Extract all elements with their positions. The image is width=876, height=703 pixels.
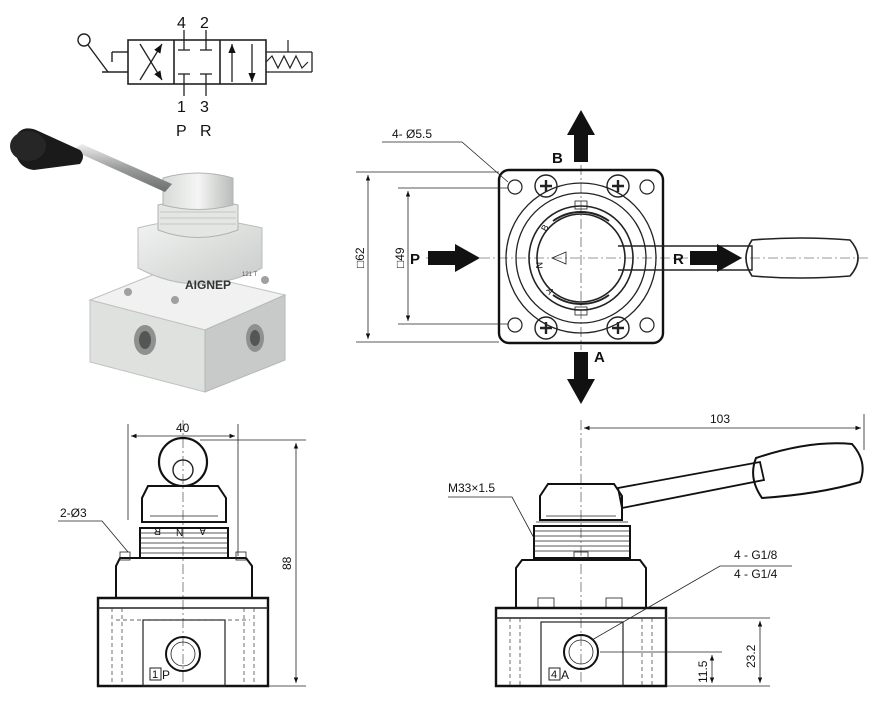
dim-width-40: 40 [176,421,190,435]
port-label-2: 2 [200,15,209,32]
label-r: R [673,251,684,268]
port-tag-letter-p: P [162,668,170,682]
dim-port-g18: 4 - G1/8 [734,548,778,562]
dim-mount-holes: 4- Ø5.5 [392,127,432,141]
dim-holes-2: 2-Ø3 [60,506,87,520]
port-label-3: 3 [200,99,209,116]
port-letter-p: P [176,123,187,140]
dial-mark-a: A [544,286,556,296]
body-mark-a: R [154,525,161,536]
label-p: P [410,251,420,268]
dim-body-height: 23.2 [744,644,758,668]
front-view: R N A 1 P 40 2-Ø3 [58,420,306,690]
flow-arrow-a-icon [567,352,595,404]
label-b: B [552,150,563,167]
port-tag-letter-a: A [561,668,569,682]
port-tag-num-4: 4 [551,669,557,681]
dim-thread-m33: M33×1.5 [448,481,495,495]
dim-port-height: 11.5 [696,660,710,683]
dim-square-62: □62 [353,247,367,268]
top-view: B N A B A P R 4- Ø5.5 □62 □49 [353,110,870,404]
dial-mark-n: N [534,262,544,269]
side-view: 4 A 103 M33×1.5 4 - G1/8 4 - G1/4 11.5 2… [448,412,865,690]
flow-arrow-r-icon [690,244,742,272]
body-mark-n: N [176,528,183,539]
model-mark: 121 T [242,272,258,278]
dim-square-49: □49 [393,247,407,268]
dim-height-88: 88 [280,556,294,570]
valve-symbol: 4 2 1 3 P R [77,15,313,140]
port-tag-num-1: 1 [152,669,158,681]
port-letter-r: R [200,123,212,140]
label-a: A [594,349,605,366]
product-photo: AIGNEP 121 T [10,128,287,393]
flow-arrow-b-icon [567,110,595,162]
body-mark-r: A [199,525,206,536]
dial-mark-b: B [539,223,551,233]
dim-lever-103: 103 [710,412,730,426]
port-label-1: 1 [177,99,186,116]
flow-arrow-p-icon [428,244,480,272]
dim-port-g14: 4 - G1/4 [734,567,778,581]
brand-logo: AIGNEP [185,278,231,292]
port-label-4: 4 [177,15,186,32]
